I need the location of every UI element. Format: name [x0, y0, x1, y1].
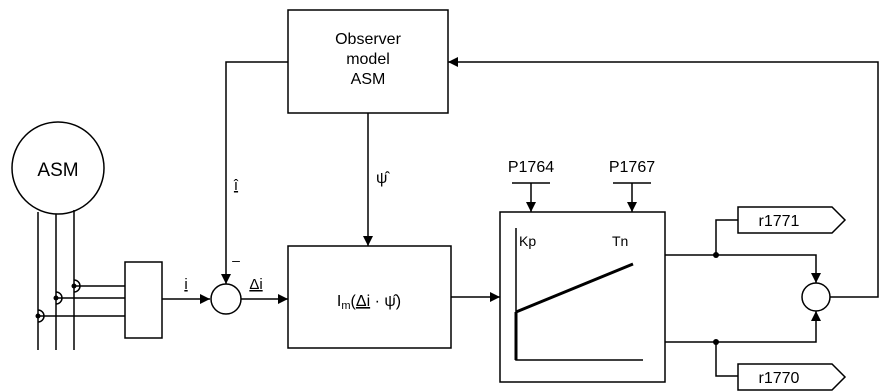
r1770-branch-line [715, 342, 738, 377]
r1770-label: r1770 [759, 370, 800, 387]
kp-label: Kp [519, 233, 536, 249]
motor-leads [37, 210, 75, 350]
motor-label: ASM [37, 160, 78, 181]
motor-circle [11, 121, 105, 215]
current-sensors [35, 279, 125, 323]
output-top-line [665, 254, 821, 283]
r1770-connector [737, 363, 847, 391]
observer-line3: ASM [351, 71, 386, 88]
im-expression: Im(Δi · ψ̂) [337, 293, 401, 312]
r1771-label: r1771 [759, 213, 800, 230]
pi-controller-block [499, 211, 666, 383]
summing-junction [210, 283, 242, 315]
transform-block [124, 261, 163, 339]
tn-param-label: P1767 [609, 159, 655, 176]
i-hat-label: î [233, 177, 239, 194]
pi-step-response-ramp [515, 262, 634, 314]
delta-i-label: Δi [249, 276, 262, 293]
output-summing-junction [801, 282, 831, 312]
tn-label: Tn [612, 233, 628, 249]
i-hat-line [221, 61, 288, 284]
observer-line2: model [346, 51, 390, 68]
r1771-connector [737, 206, 847, 234]
im-block [287, 245, 452, 349]
psi-hat-label: ψ̂ [376, 170, 390, 187]
minus-sign: – [232, 252, 240, 268]
output-bottom-line [665, 311, 821, 343]
observer-feedback-line [448, 57, 879, 298]
kp-param-label: P1764 [508, 159, 554, 176]
i-signal-label: i [184, 276, 187, 293]
r1771-branch-line [715, 219, 738, 255]
observer-line1: Observer [335, 31, 401, 48]
